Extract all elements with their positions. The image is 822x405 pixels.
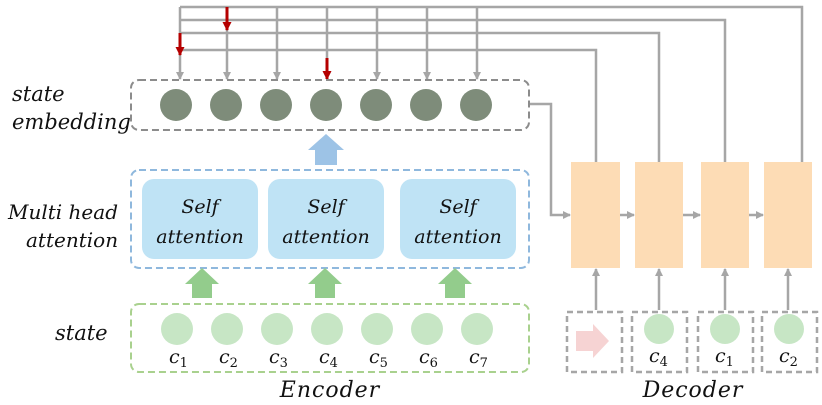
embedding-node [260, 89, 292, 121]
start-arrow-icon [576, 324, 609, 358]
embedding-node [460, 89, 492, 121]
self-attention-2-line2: attention [282, 226, 369, 248]
encoder-input-label-4: c4 [319, 346, 338, 371]
embedding-node [310, 89, 342, 121]
encoder-input-label-5: c5 [369, 346, 388, 371]
decoder-input-box-1 [565, 310, 624, 374]
label-multi-head-line1: Multi head [7, 200, 118, 224]
bus-line-from-cell-4 [180, 5, 804, 162]
embedding-node [410, 89, 442, 121]
row-labels: state embedding Multi head attention sta… [7, 82, 131, 345]
decoder-input-node-2 [644, 314, 674, 344]
decoder-input-box-4 [760, 310, 819, 374]
state-node [361, 313, 393, 345]
embedding-node [160, 89, 192, 121]
state-node [211, 313, 243, 345]
encoder-caption: Encoder [279, 378, 381, 403]
encoder-input-labels: c1 c2 c3 c4 c5 c6 c7 [169, 346, 488, 371]
self-attention-2-line1: Self [307, 196, 347, 218]
state-node [311, 313, 343, 345]
multi-head-attention-container [130, 169, 530, 269]
state-embedding-container [130, 79, 530, 131]
blue-up-arrow [308, 134, 344, 165]
decoder-cells [571, 162, 812, 268]
bus-line-from-cell-2 [180, 31, 661, 162]
state-nodes [161, 313, 493, 345]
decoder-input-label-4: c2 [779, 345, 798, 370]
self-attention-block-1 [142, 179, 258, 259]
decoder-input-node-3 [710, 314, 740, 344]
encoder-input-label-1: c1 [169, 346, 188, 371]
decoder-inputs: c4 c1 c2 [565, 310, 819, 374]
label-state-embedding-line1: state [12, 82, 65, 106]
label-state: state [55, 321, 108, 345]
decoder-input-box-2 [630, 310, 689, 374]
encoder-input-label-2: c2 [219, 346, 238, 371]
green-up-arrow-1 [185, 268, 219, 298]
green-up-arrow-3 [438, 268, 472, 298]
state-node [261, 313, 293, 345]
bus-line-from-cell-3 [180, 18, 727, 162]
decoder-cell-3 [701, 162, 749, 268]
label-state-embedding-line2: embedding [12, 110, 131, 134]
decoder-cell-4 [764, 162, 812, 268]
self-attention-1-line1: Self [181, 196, 221, 218]
decoder-input-box-3 [696, 310, 755, 374]
state-node [461, 313, 493, 345]
self-attention-3-line2: attention [414, 226, 501, 248]
self-attention-1-line2: attention [156, 226, 243, 248]
embedding-to-decoder-line [529, 102, 571, 219]
decoder-input-node-4 [774, 314, 804, 344]
embedding-node [210, 89, 242, 121]
decoder-input-label-2: c4 [649, 345, 668, 370]
green-up-arrow-2 [308, 268, 342, 298]
embedding-nodes [160, 89, 492, 121]
self-attention-block-2 [268, 179, 384, 259]
bus-line-from-cell-1 [180, 48, 598, 162]
decoder-cell-1 [571, 162, 620, 268]
encoder-input-label-3: c3 [269, 346, 288, 371]
state-node [161, 313, 193, 345]
decoder-caption: Decoder [642, 378, 744, 403]
green-up-arrows [185, 268, 472, 298]
self-attention-block-3 [400, 179, 516, 259]
pointer-arrows [175, 7, 332, 80]
encoder-input-label-6: c6 [419, 346, 438, 371]
self-attention-3-line1: Self [439, 196, 479, 218]
encoder-input-label-7: c7 [469, 346, 488, 371]
decoder-cell-2 [635, 162, 683, 268]
embedding-node [360, 89, 392, 121]
state-container [130, 303, 530, 373]
label-multi-head-line2: attention [26, 228, 118, 252]
self-attention-blocks: Self attention Self attention Self atten… [142, 179, 516, 259]
state-node [411, 313, 443, 345]
decoder-input-label-3: c1 [715, 345, 734, 370]
